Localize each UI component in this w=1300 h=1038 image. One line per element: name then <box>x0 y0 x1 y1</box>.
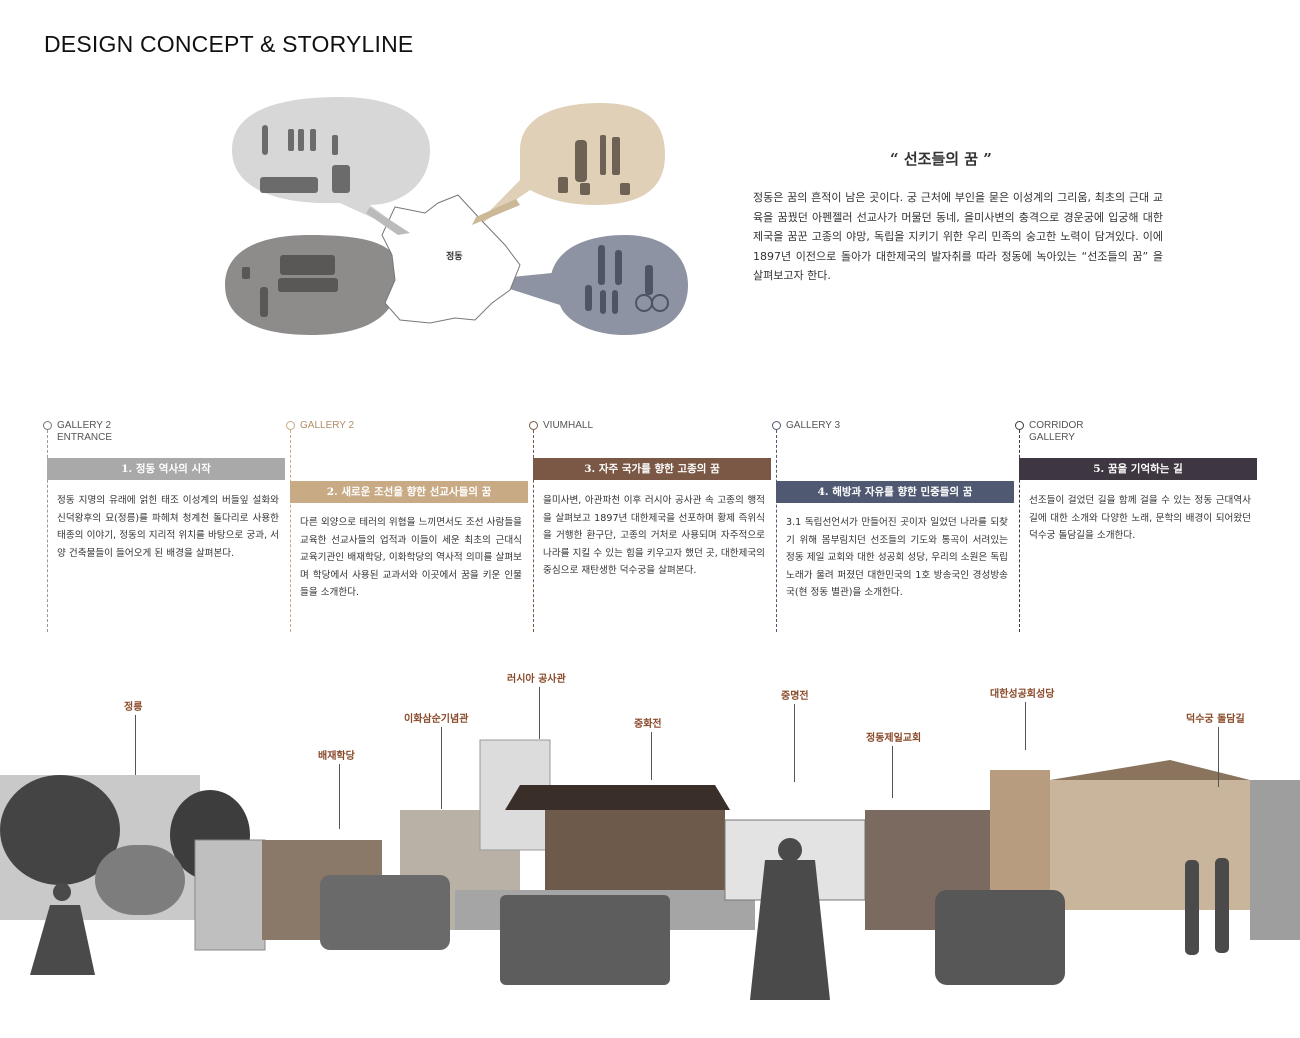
landmark-label: 덕수궁 돌담길 <box>1186 714 1245 725</box>
landmark-label: 러시아 공사관 <box>507 674 566 685</box>
gojong-bubble <box>468 103 665 233</box>
timeline-heading: 5. 꿈을 기억하는 길 <box>1019 458 1257 480</box>
concept-text: 정동은 꿈의 흔적이 남은 곳이다. 궁 근처에 부인을 묻은 이성계의 그리움… <box>753 191 1163 282</box>
landmark-leader <box>1025 702 1026 750</box>
pin-icon <box>772 421 781 430</box>
landmark-label: 배재학당 <box>318 751 355 762</box>
landmark-leader <box>892 746 893 798</box>
landmark-leader <box>1218 727 1219 787</box>
pin-icon <box>286 421 295 430</box>
landmark-label: 정릉 <box>124 702 143 713</box>
citizens-bubble <box>482 235 688 335</box>
timeline-location: GALLERY 3 <box>786 420 841 431</box>
timeline-text: 다른 외양으로 테러의 위협을 느끼면서도 조선 사람들을 교육한 선교사들의 … <box>300 517 522 598</box>
landmark-leader <box>135 715 136 775</box>
timeline-location: CORRIDOR GALLERY <box>1029 420 1084 443</box>
timeline-text: 3.1 독립선언서가 만들어진 곳이자 일었던 나라를 되찾기 위해 몸부림치던… <box>786 517 1008 598</box>
landmark-label: 정동제일교회 <box>866 733 922 744</box>
timeline-heading: 1. 정동 역사의 시작 <box>47 458 285 480</box>
landmark-label: 이화삼순기념관 <box>404 714 469 725</box>
timeline-dash <box>290 430 291 632</box>
timeline-location: GALLERY 2 ENTRANCE <box>57 420 113 443</box>
landmark-leader <box>651 732 652 780</box>
timeline-text: 선조들이 걸었던 길을 함께 걸을 수 있는 정동 근대역사길에 대한 소개와 … <box>1029 495 1251 541</box>
timeline-heading: 2. 새로운 조선을 향한 선교사들의 꿈 <box>290 481 528 503</box>
timeline-dash <box>776 430 777 632</box>
pin-icon <box>43 421 52 430</box>
timeline-location: VIUMHALL <box>543 420 594 431</box>
landmark-leader <box>339 764 340 829</box>
independence-bubble <box>225 235 445 335</box>
collage-graphic <box>0 739 1300 1000</box>
concept-quote: “ 선조들의 꿈 ” <box>890 150 992 168</box>
timeline-dash <box>47 430 48 632</box>
landmark-leader <box>539 687 540 739</box>
pin-icon <box>1015 421 1024 430</box>
jeongdong-map <box>381 194 521 324</box>
timeline-text: 을미사변, 아관파천 이후 러시아 공사관 속 고종의 행적을 살펴보고 189… <box>543 495 765 576</box>
pin-icon <box>529 421 538 430</box>
timeline-location: GALLERY 2 <box>300 420 355 431</box>
timeline-heading: 3. 자주 국가를 향한 고종의 꿈 <box>533 458 771 480</box>
concept-diagram: 정동 <box>225 97 688 335</box>
landmark-label: 중명전 <box>781 691 809 702</box>
missionary-bubble <box>232 97 430 235</box>
timeline-text: 정동 지명의 유래에 얽힌 태조 이성계의 버들잎 설화와 신덕왕후의 묘(정릉… <box>57 495 279 559</box>
landmark-leader <box>794 704 795 782</box>
landmark-leader <box>441 727 442 809</box>
timeline-dash <box>1019 430 1020 632</box>
landmark-label: 중화전 <box>634 719 662 730</box>
page-title: DESIGN CONCEPT & STORYLINE <box>44 31 414 57</box>
timeline-dash <box>533 430 534 632</box>
landmark-collage: 정릉 배재학당 이화삼순기념관 러시아 공사관 중화전 중명전 정동제일교회 대… <box>0 660 1300 1034</box>
timeline-heading: 4. 해방과 자유를 향한 민중들의 꿈 <box>776 481 1014 503</box>
landmark-label: 대한성공회성당 <box>990 689 1055 700</box>
center-label: 정동 <box>446 250 463 262</box>
